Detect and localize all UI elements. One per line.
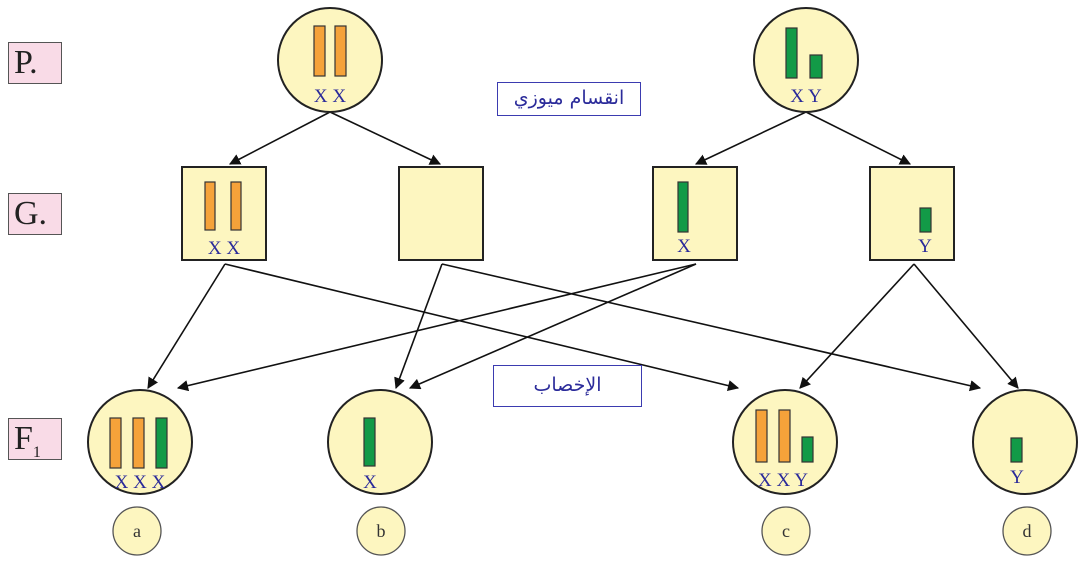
chromosome-y bbox=[919, 207, 932, 233]
gamete-3-label: X bbox=[677, 236, 691, 257]
row-label-parents: P. bbox=[8, 42, 62, 84]
chromosome-x bbox=[109, 417, 122, 469]
arrow-g4-to-c bbox=[799, 263, 915, 389]
row-label-offspring: F1 bbox=[8, 418, 62, 461]
chromosome-y bbox=[809, 54, 823, 79]
offspring-d-label: Y bbox=[1010, 467, 1024, 488]
chromosome-x bbox=[363, 417, 376, 467]
chromosome-x bbox=[778, 409, 791, 463]
arrows bbox=[147, 111, 1019, 392]
letter-c: c bbox=[782, 521, 790, 541]
offspring-d: Y bbox=[972, 389, 1078, 495]
chromosome-x bbox=[677, 181, 689, 233]
arrow-g2-to-d bbox=[441, 263, 982, 392]
chromosome-y bbox=[801, 436, 814, 463]
gamete-4-label: Y bbox=[918, 236, 932, 257]
gamete-2-empty bbox=[398, 166, 484, 261]
arrow-g2-to-b bbox=[394, 263, 443, 390]
gamete-1: X X bbox=[181, 166, 267, 261]
chromosome-x bbox=[313, 25, 326, 77]
arrow-parent-left-to-g1 bbox=[229, 111, 331, 165]
chromosome-x bbox=[230, 181, 242, 231]
parent-cell-left: X X bbox=[277, 7, 383, 113]
arrow-g1-to-c bbox=[224, 263, 740, 392]
parent-right-label: X Y bbox=[790, 86, 822, 107]
gamete-3: X bbox=[652, 166, 738, 261]
gamete-1-label: X X bbox=[208, 238, 240, 259]
arrow-g3-to-a bbox=[176, 263, 697, 392]
row-label-offspring-sub: 1 bbox=[32, 443, 41, 461]
letter-circle-a bbox=[112, 506, 162, 556]
letter-circle-c bbox=[761, 506, 811, 556]
arrow-parent-left-to-g2 bbox=[329, 111, 442, 165]
arrow-g3-to-b bbox=[408, 263, 697, 390]
meiosis-label: انقسام ميوزي bbox=[497, 82, 641, 116]
letter-b: b bbox=[377, 521, 386, 541]
offspring-c: X X Y bbox=[732, 389, 838, 495]
offspring-c-label: X X Y bbox=[758, 470, 808, 491]
gamete-4: Y bbox=[869, 166, 955, 261]
letter-d: d bbox=[1023, 521, 1032, 541]
chromosome-x bbox=[755, 409, 768, 463]
arrow-parent-right-to-g4 bbox=[805, 111, 912, 165]
parent-cell-right: X Y bbox=[753, 7, 859, 113]
chromosome-x bbox=[785, 27, 798, 79]
letter-circles: a b c d bbox=[112, 506, 1052, 556]
arrow-parent-right-to-g3 bbox=[694, 111, 807, 165]
letter-circle-d bbox=[1002, 506, 1052, 556]
parent-left-label: X X bbox=[314, 86, 346, 107]
letter-circle-b bbox=[356, 506, 406, 556]
chromosome-x bbox=[204, 181, 216, 231]
row-label-offspring-main: F bbox=[14, 420, 33, 457]
fertilization-label: الإخصاب bbox=[493, 365, 642, 407]
offspring-a-label: X X X bbox=[115, 472, 166, 493]
offspring-b-label: X bbox=[363, 472, 377, 493]
chromosome-x bbox=[334, 25, 347, 77]
arrow-g4-to-d bbox=[913, 263, 1019, 389]
arrow-g1-to-a bbox=[147, 263, 226, 389]
chromosome-x bbox=[155, 417, 168, 469]
row-label-gametes: G. bbox=[8, 193, 62, 235]
chromosome-x bbox=[132, 417, 145, 469]
offspring-a: X X X bbox=[87, 389, 193, 495]
chromosome-y bbox=[1010, 437, 1023, 463]
offspring-b: X bbox=[327, 389, 433, 495]
letter-a: a bbox=[133, 521, 141, 541]
